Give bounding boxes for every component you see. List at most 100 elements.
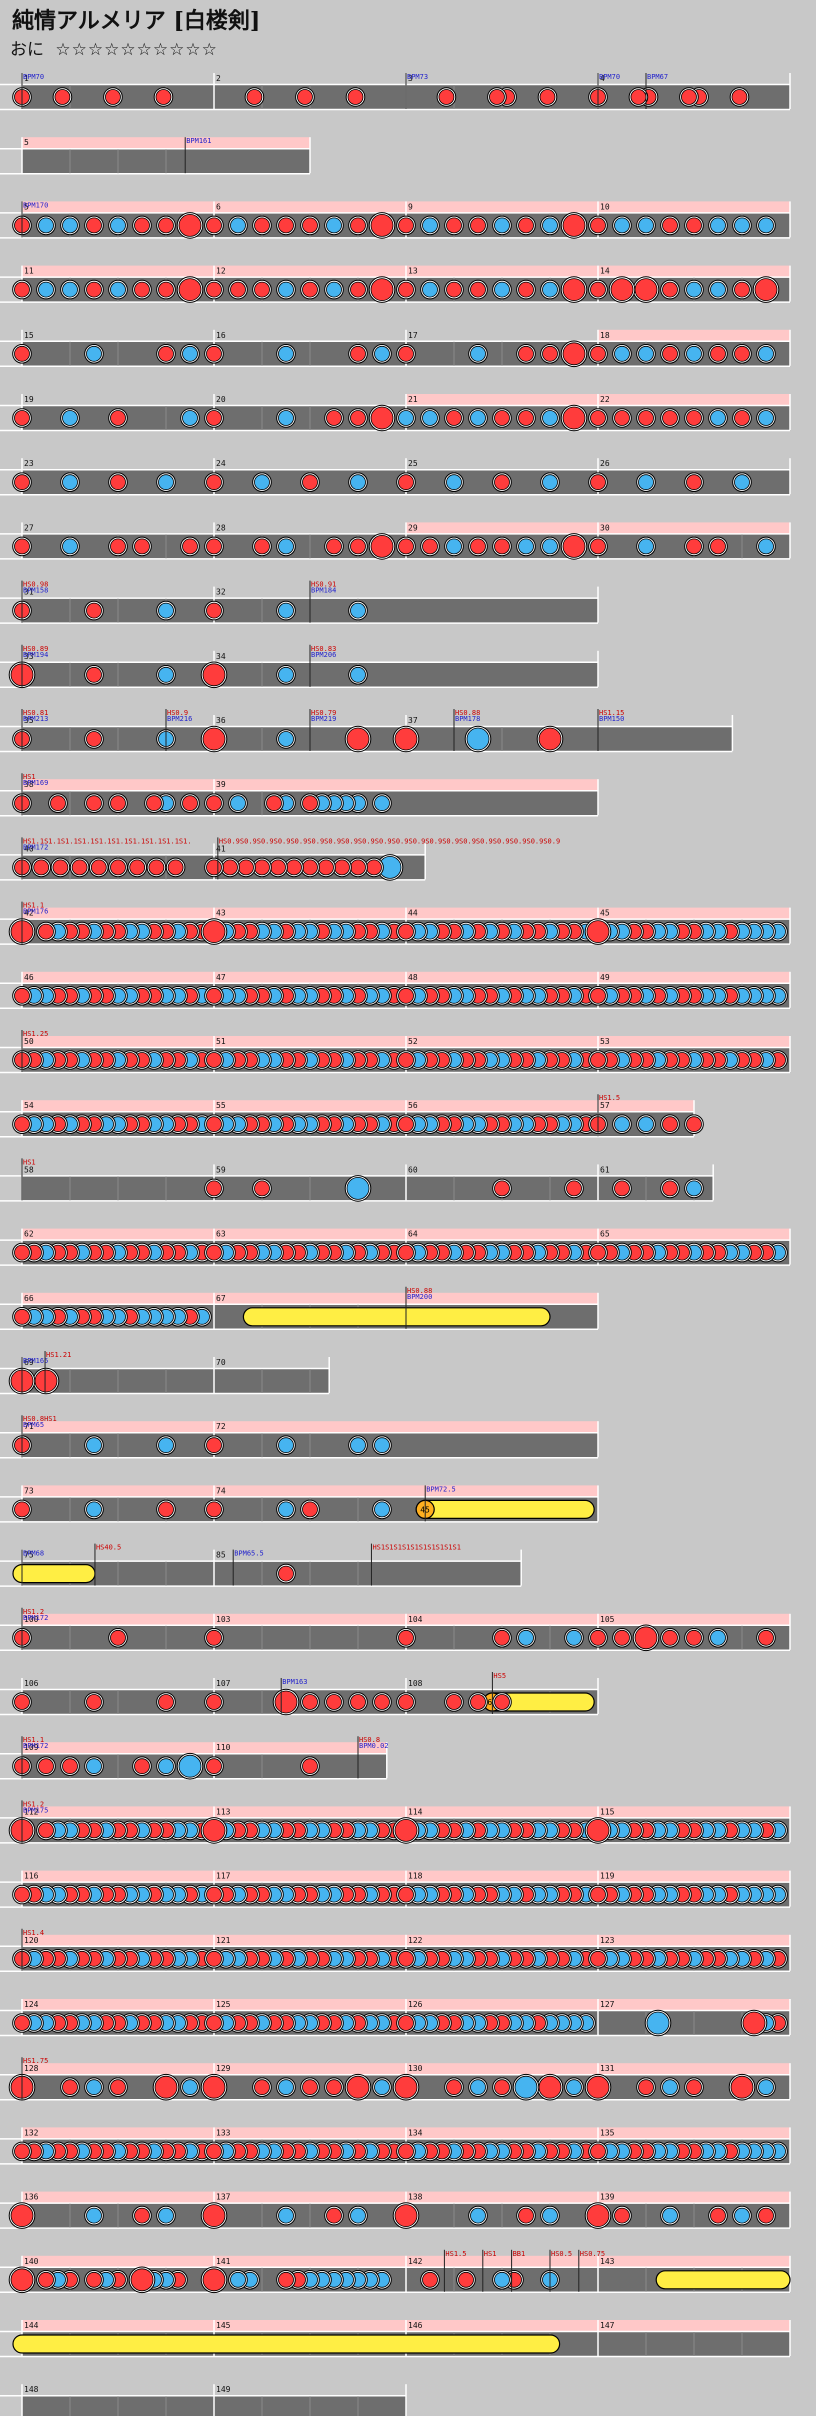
don-note-face — [206, 1629, 222, 1646]
bpm-change-label: BPM158 — [23, 587, 48, 595]
don-note-face — [398, 2015, 414, 2031]
don-note-face — [542, 345, 558, 362]
ka-note-face — [158, 666, 174, 683]
don-note-face — [178, 213, 202, 237]
don-note-face — [86, 666, 102, 683]
ka-note-face — [710, 281, 726, 298]
don-note-face — [110, 2079, 126, 2096]
don-note-face — [206, 217, 222, 234]
scroll-change-label: HS1.21 — [46, 1351, 71, 1359]
don-note-face — [662, 345, 678, 362]
measure-number: 70 — [216, 1358, 226, 1367]
measure-number: 50 — [24, 1037, 34, 1046]
ka-note-face — [542, 281, 558, 298]
bpm-change-label: BPM73 — [407, 73, 428, 81]
don-note-face — [489, 89, 505, 105]
ka-note-face — [86, 1758, 102, 1775]
measure-number: 69 — [24, 1358, 34, 1367]
don-note-face — [394, 1819, 418, 1842]
don-note-face — [14, 1694, 30, 1710]
don-note-face — [202, 2075, 226, 2099]
don-note-face — [586, 920, 610, 943]
don-note-face — [148, 859, 165, 876]
measure-number: 42 — [24, 909, 34, 918]
scroll-change-label: HS1.1 — [23, 1736, 44, 1744]
don-note-face — [206, 1244, 222, 1261]
don-note-face — [238, 859, 254, 876]
measure-number: 66 — [24, 1294, 34, 1303]
don-note-face — [710, 538, 726, 555]
ka-note-face — [230, 2271, 246, 2288]
ka-note-face — [278, 410, 294, 426]
don-note-face — [710, 2207, 726, 2224]
don-note-face — [206, 538, 222, 555]
scroll-change-label: HS1.5 — [599, 1094, 620, 1102]
don-note-face — [446, 1694, 462, 1710]
don-note-face — [734, 281, 750, 298]
ka-note-face — [734, 217, 750, 234]
don-note-face — [274, 1690, 298, 1714]
don-note-face — [350, 859, 366, 876]
ka-note-face — [86, 345, 102, 362]
ka-note-face — [686, 281, 702, 298]
ka-note-face — [466, 727, 490, 751]
ka-note-face — [182, 345, 198, 362]
ka-note-face — [62, 281, 78, 298]
don-note-face — [129, 859, 146, 876]
don-note-face — [350, 345, 366, 362]
don-note-face — [662, 217, 678, 234]
don-note-face — [614, 2207, 630, 2224]
bpm-change-label: BPM176 — [23, 908, 48, 916]
don-note-face — [398, 345, 414, 362]
measure-number: 17 — [408, 331, 418, 340]
don-note-face — [206, 2015, 222, 2031]
don-note-face — [350, 410, 366, 426]
don-note-face — [206, 795, 222, 812]
don-note-face — [518, 410, 534, 426]
ka-note-face — [638, 217, 654, 234]
don-note-face — [398, 1694, 414, 1710]
ka-note-face — [350, 1437, 366, 1454]
don-note-face — [202, 2204, 226, 2228]
measure-number: 106 — [24, 1679, 39, 1688]
ka-note-face — [518, 538, 534, 555]
measure-number: 33 — [24, 652, 34, 661]
measure-number: 144 — [24, 2321, 39, 2330]
don-note-face — [206, 410, 222, 426]
don-note-face — [518, 2207, 534, 2224]
don-note-face — [270, 859, 286, 876]
ka-note-face — [710, 217, 726, 234]
note-lane — [22, 1561, 522, 1586]
don-note-face — [494, 1180, 510, 1197]
don-note-face — [422, 538, 438, 555]
don-note-face — [398, 1244, 414, 1261]
bpm-change-label: BPM172 — [23, 843, 48, 851]
don-note-face — [398, 538, 414, 555]
scroll-change-label: HS1 — [23, 1158, 36, 1166]
don-note-face — [398, 2143, 414, 2160]
don-note-face — [14, 2015, 30, 2031]
measure-number: 141 — [216, 2257, 231, 2266]
don-note-face — [590, 217, 606, 234]
measure-number: 65 — [600, 1230, 610, 1239]
don-note-face — [158, 345, 174, 362]
measure-number: 34 — [216, 652, 226, 661]
ka-note-face — [514, 2075, 538, 2099]
don-note-face — [110, 1629, 126, 1646]
don-note-face — [734, 410, 750, 426]
ka-note-face — [278, 281, 294, 298]
don-note-face — [686, 1116, 702, 1133]
don-note-face — [110, 859, 126, 876]
measure-number: 22 — [600, 395, 610, 404]
don-note-face — [302, 474, 318, 491]
